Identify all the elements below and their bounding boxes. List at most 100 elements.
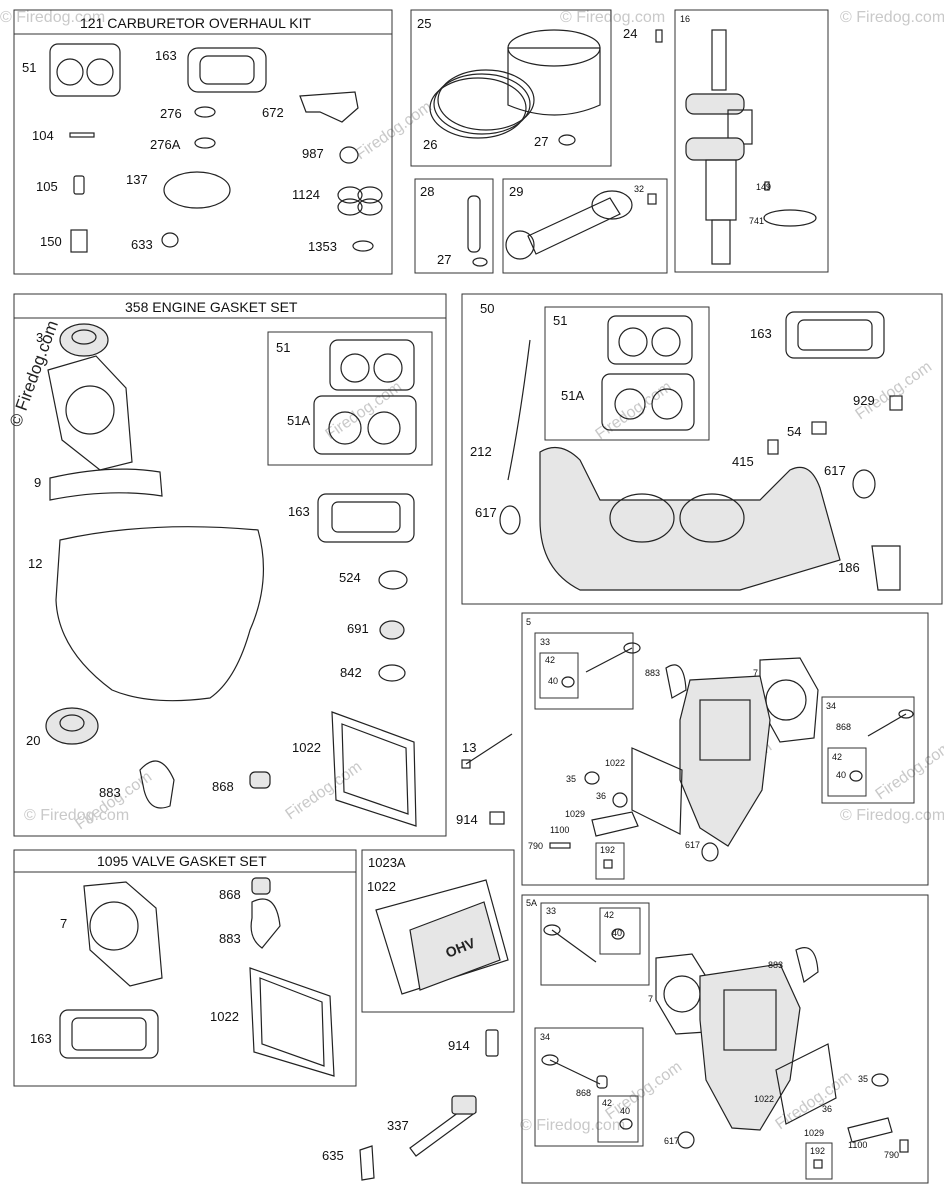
callout-label: 415 (732, 454, 754, 469)
callout-label: 26 (423, 137, 437, 152)
callout-label: 40 (612, 928, 622, 938)
valve-34-inset (821, 696, 915, 804)
callout-label: 672 (262, 105, 284, 120)
spring-36 (612, 792, 628, 808)
callout-label: 5 (526, 617, 531, 627)
callout-label: 40 (548, 676, 558, 686)
callout-label: 40 (620, 1106, 630, 1116)
seal-1353 (352, 240, 374, 252)
plate-150 (70, 229, 88, 253)
valve-33-inset (540, 902, 650, 986)
needle-105 (73, 175, 85, 195)
bolt-54 (811, 421, 827, 435)
callout-label: 25 (417, 16, 431, 31)
callout-label: 276A (150, 137, 181, 152)
valve-34 (549, 1059, 601, 1085)
callout-label: 635 (322, 1148, 344, 1163)
valve-cover-gasket-1022 (249, 967, 335, 1077)
callout-label: 42 (832, 752, 842, 762)
gasket-883 (795, 947, 819, 984)
callout-label: 28 (420, 184, 434, 199)
callout-label: 1022 (292, 740, 321, 755)
valve-33-inset (534, 632, 634, 710)
valve-34 (867, 713, 907, 737)
intake-manifold-frame (461, 293, 943, 605)
callout-label: 868 (576, 1088, 591, 1098)
connecting-rod-frame (502, 178, 668, 274)
carburetor-kit-frame (13, 9, 393, 275)
callout-label: 7 (753, 668, 758, 678)
gasket-9 (49, 468, 163, 501)
callout-label: 883 (645, 668, 660, 678)
rocker-1029 (591, 811, 639, 837)
screw-192-inset (595, 842, 625, 880)
callout-label: 842 (340, 665, 362, 680)
callout-label: 1100 (848, 1140, 867, 1150)
callout-label: 42 (545, 655, 555, 665)
intake-manifold-panel: 50 51 51A 163 929 212 54 415 617 617 186 (461, 293, 943, 605)
callout-label: 1353 (308, 239, 337, 254)
callout-label: 883 (219, 931, 241, 946)
seal-3 (59, 323, 109, 357)
callout-label: 42 (604, 910, 614, 920)
valve-cover-gasket-1022 (631, 747, 683, 835)
piston-pin-frame (414, 178, 494, 274)
watermark-copyright: © Firedog.com (520, 1117, 625, 1134)
callout-label: 29 (509, 184, 523, 199)
gasket-672 (299, 91, 359, 123)
callout-label: 617 (685, 840, 700, 850)
watermark-site: Firedog.com (323, 378, 406, 443)
callout-label: 1023A (368, 855, 406, 870)
valve-cover-gasket-1022 (331, 711, 417, 827)
callout-label: 790 (528, 841, 543, 851)
gasket-842 (378, 664, 406, 682)
callout-label: 32 (634, 184, 644, 194)
gasket-51 (607, 315, 693, 365)
callout-label: 163 (288, 504, 310, 519)
callout-label: 192 (810, 1146, 825, 1156)
callout-label: 20 (26, 733, 40, 748)
callout-label: 617 (664, 1136, 679, 1146)
gasket-883 (139, 760, 175, 809)
fitting-929 (889, 395, 903, 411)
bolt-32 (647, 193, 657, 205)
oring-617 (852, 469, 876, 499)
callout-label: 276 (160, 106, 182, 121)
callout-label: 163 (30, 1031, 52, 1046)
callout-label: 914 (448, 1038, 470, 1053)
callout-label: 929 (853, 393, 875, 408)
gasket-51-inset (544, 306, 710, 441)
callout-label: 987 (302, 146, 324, 161)
callout-label: 7 (60, 916, 67, 931)
valve-cover-gasket-1022 (775, 1043, 837, 1125)
screw-192 (813, 1159, 823, 1169)
watermark-copyright: © Firedog.com (0, 9, 105, 26)
callout-label: 914 (456, 812, 478, 827)
callout-label: 50 (480, 301, 494, 316)
callout-label: 33 (540, 637, 550, 647)
callout-label: 163 (155, 48, 177, 63)
keeper-40 (619, 1118, 633, 1130)
gasket-51-inset (267, 331, 433, 466)
callout-label: 883 (99, 785, 121, 800)
callout-label: 691 (347, 621, 369, 636)
callout-label: 1100 (550, 825, 569, 835)
callout-label: 790 (884, 1150, 899, 1160)
watermark-copyright: © Firedog.com (24, 807, 129, 824)
washer-633 (161, 232, 179, 248)
clip-27 (558, 134, 576, 146)
spring-35 (584, 771, 600, 785)
callout-label: 163 (750, 326, 772, 341)
piston-pin (467, 195, 481, 253)
gasket-163 (187, 47, 267, 93)
callout-label: 51 (276, 340, 290, 355)
valve-gasket-panel: 1095 VALVE GASKET SET 7 868 883 163 1022 (13, 849, 357, 1087)
callout-label: 42 (602, 1098, 612, 1108)
cylinder-head (679, 675, 771, 847)
callout-label: 212 (470, 444, 492, 459)
callout-label: 868 (219, 887, 241, 902)
screw-192 (603, 859, 613, 869)
callout-label: 105 (36, 179, 58, 194)
callout-label: 524 (339, 570, 361, 585)
callout-label: 1022 (605, 758, 625, 768)
